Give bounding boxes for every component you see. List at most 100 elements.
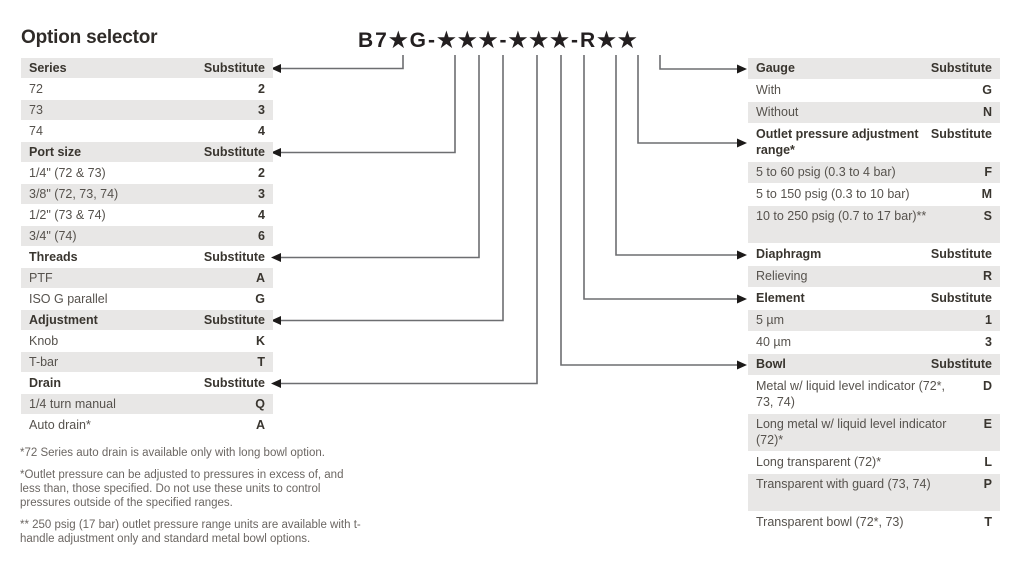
connector-diaphragm bbox=[615, 55, 738, 256]
section-header-label: Series bbox=[29, 61, 67, 75]
table-row: 5 to 150 psig (0.3 to 10 bar)M bbox=[748, 184, 1000, 206]
option-label: 40 µm bbox=[756, 335, 791, 349]
footnotes: *72 Series auto drain is available only … bbox=[20, 446, 365, 554]
option-label: 1/4" (72 & 73) bbox=[29, 166, 106, 180]
connector-gauge bbox=[659, 55, 738, 70]
substitute-code: 3 bbox=[258, 187, 265, 201]
section-header-row: Gauge Substitute bbox=[748, 58, 1000, 80]
section-header-row: Element Substitute bbox=[748, 288, 1000, 310]
table-row: 1/4" (72 & 73) 2 bbox=[21, 163, 273, 184]
option-label: Transparent bowl (72*, 73) bbox=[756, 515, 904, 529]
section-header-label: Bowl bbox=[756, 357, 786, 371]
substitute-code: 2 bbox=[258, 82, 265, 96]
option-label: ISO G parallel bbox=[29, 292, 108, 306]
section-header-label: Adjustment bbox=[29, 313, 98, 327]
substitute-code: D bbox=[982, 379, 992, 393]
table-row: Metal w/ liquid level indicator (72*, 73… bbox=[748, 376, 1000, 414]
table-row: ISO G parallel G bbox=[21, 289, 273, 310]
section-header-label: Element bbox=[756, 291, 805, 305]
substitute-code: 6 bbox=[258, 229, 265, 243]
connector-series bbox=[280, 55, 404, 70]
section-header-row: Threads Substitute bbox=[21, 247, 273, 268]
substitute-code: Q bbox=[255, 397, 265, 411]
substitute-column-label: Substitute bbox=[930, 61, 992, 75]
substitute-code: 2 bbox=[258, 166, 265, 180]
substitute-column-label: Substitute bbox=[203, 61, 265, 75]
section-header-row: Series Substitute bbox=[21, 58, 273, 79]
option-label: Metal w/ liquid level indicator (72*, 73… bbox=[756, 379, 945, 409]
footnote-auto-drain: *72 Series auto drain is available only … bbox=[20, 447, 325, 459]
table-row: Transparent bowl (72*, 73) T bbox=[748, 512, 1000, 534]
table-row: 5 to 60 psig (0.3 to 4 bar)F bbox=[748, 162, 1000, 184]
table-row: T-bar T bbox=[21, 352, 273, 373]
table-row: Long transparent (72)* L bbox=[748, 452, 1000, 474]
connector-bowl bbox=[560, 55, 738, 366]
substitute-code: 4 bbox=[258, 208, 265, 222]
substitute-code: A bbox=[255, 271, 265, 285]
arrowhead-gauge bbox=[737, 64, 747, 74]
option-label: PTF bbox=[29, 271, 53, 285]
substitute-code: M bbox=[981, 187, 992, 201]
substitute-column-label: Substitute bbox=[930, 291, 992, 305]
substitute-code: G bbox=[982, 83, 992, 97]
footnote-outlet-pressure: *Outlet pressure can be adjusted to pres… bbox=[20, 469, 344, 509]
substitute-column-label: Substitute bbox=[930, 357, 992, 371]
section-header-row: Adjustment Substitute bbox=[21, 310, 273, 331]
section-header-row: Outlet pressure adjustment range*Substit… bbox=[748, 124, 1000, 162]
table-row: 1/4 turn manual Q bbox=[21, 394, 273, 415]
section-header-label: Drain bbox=[29, 376, 61, 390]
option-label: 1/2" (73 & 74) bbox=[29, 208, 106, 222]
option-label: T-bar bbox=[29, 355, 59, 369]
table-row: Knob K bbox=[21, 331, 273, 352]
option-label: 74 bbox=[29, 124, 43, 138]
connector-element bbox=[583, 55, 738, 300]
substitute-code: T bbox=[257, 355, 265, 369]
table-row: 3/8" (72, 73, 74)3 bbox=[21, 184, 273, 205]
option-label: Auto drain* bbox=[29, 418, 91, 432]
substitute-code: G bbox=[255, 292, 265, 306]
connector-threads bbox=[280, 55, 480, 259]
option-label: With bbox=[756, 83, 781, 97]
table-row: With G bbox=[748, 80, 1000, 102]
substitute-column-label: Substitute bbox=[203, 313, 265, 327]
substitute-column-label: Substitute bbox=[930, 127, 992, 141]
arrowhead-element bbox=[737, 294, 747, 304]
section-header-label: Threads bbox=[29, 250, 78, 264]
table-row: 5 µm 1 bbox=[748, 310, 1000, 332]
substitute-code: P bbox=[983, 477, 992, 491]
table-row: 1/2" (73 & 74) 4 bbox=[21, 205, 273, 226]
substitute-code: 1 bbox=[985, 313, 992, 327]
section-header-label: Gauge bbox=[756, 61, 795, 75]
option-label: Relieving bbox=[756, 269, 808, 283]
option-label: 5 µm bbox=[756, 313, 785, 327]
option-label: 10 to 250 psig (0.7 to 17 bar)** bbox=[756, 209, 927, 223]
option-label: 1/4 turn manual bbox=[29, 397, 116, 411]
substitute-code: E bbox=[983, 417, 992, 431]
option-label: Knob bbox=[29, 334, 59, 348]
substitute-code: T bbox=[984, 515, 992, 529]
section-header-label: Diaphragm bbox=[756, 247, 822, 261]
substitute-code: N bbox=[982, 105, 992, 119]
substitute-code: 3 bbox=[985, 335, 992, 349]
table-row: 3/4" (74)6 bbox=[21, 226, 273, 247]
page-title: Option selector bbox=[21, 27, 158, 48]
substitute-column-label: Substitute bbox=[203, 145, 265, 159]
table-row: Transparent with guard (73, 74)P bbox=[748, 474, 1000, 512]
substitute-column-label: Substitute bbox=[203, 250, 265, 264]
arrowhead-outlet bbox=[737, 138, 747, 148]
option-label: Long transparent (72)* bbox=[756, 455, 882, 469]
substitute-code: K bbox=[255, 334, 265, 348]
table-row: 10 to 250 psig (0.7 to 17 bar)**S bbox=[748, 206, 1000, 244]
substitute-code: L bbox=[984, 455, 992, 469]
arrowhead-bowl bbox=[737, 360, 747, 370]
